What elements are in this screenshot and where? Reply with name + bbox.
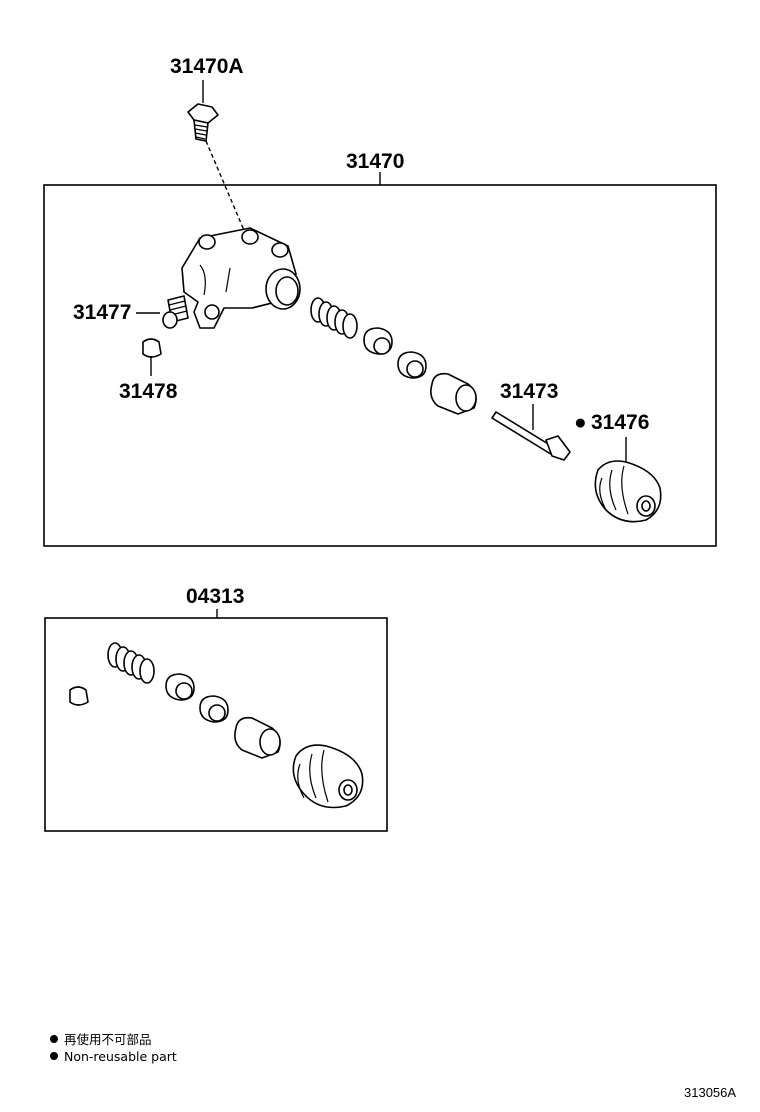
kit-spring: [107, 642, 155, 684]
illustration-ref: 313056A: [684, 1085, 736, 1100]
bleeder-cap-31478: [142, 338, 162, 358]
kit-piston: [234, 716, 281, 759]
push-rod-31473: [491, 411, 571, 461]
spring: [310, 297, 358, 339]
bolt-dashed-guide: [205, 140, 247, 236]
callout-31476[interactable]: 31476: [591, 411, 649, 434]
kit-cup-2: [199, 695, 229, 723]
non-reusable-marker-31476: ●: [574, 411, 587, 434]
callout-04313[interactable]: 04313: [186, 585, 244, 608]
kit-bleeder-cap: [69, 686, 89, 706]
kit-cup-1: [165, 673, 195, 701]
legend-english: Non-reusable part: [64, 1049, 177, 1064]
kit-boot: [292, 744, 364, 809]
callout-31473[interactable]: 31473: [500, 380, 558, 403]
kit-box-04313: [44, 617, 388, 832]
bleeder-plug-31477: [162, 295, 189, 329]
cylinder-cup-1: [363, 327, 393, 355]
cylinder-cup-2: [397, 351, 427, 379]
legend-japanese: 再使用不可部品: [64, 1032, 152, 1047]
boot-31476: [594, 460, 662, 523]
callout-31478[interactable]: 31478: [119, 380, 178, 403]
piston: [430, 372, 477, 415]
callout-31470[interactable]: 31470: [346, 150, 404, 173]
cylinder-body: [181, 227, 301, 329]
callout-31470A[interactable]: 31470A: [170, 55, 244, 78]
legend-bullet-en: [50, 1052, 58, 1060]
bolt-31470A: [187, 103, 219, 142]
legend-bullet-ja: [50, 1035, 58, 1043]
callout-31477[interactable]: 31477: [73, 301, 131, 324]
